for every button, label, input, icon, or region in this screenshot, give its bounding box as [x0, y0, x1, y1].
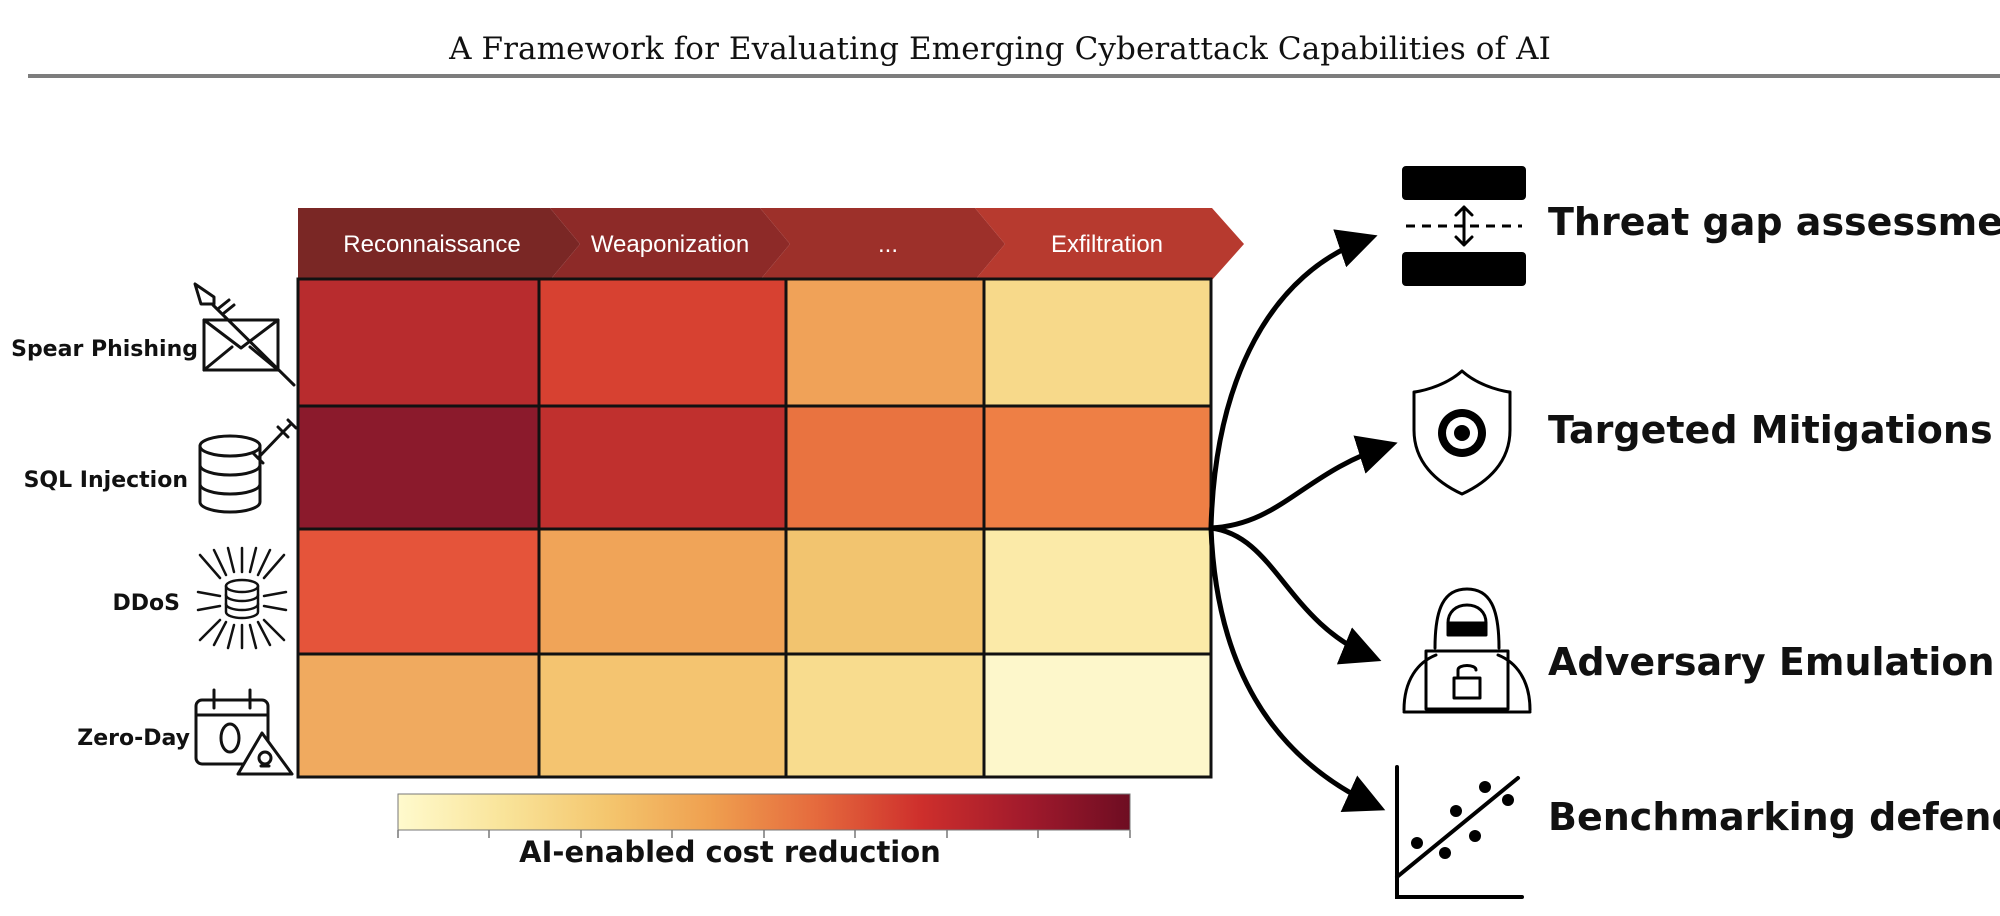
- ddos-arrows-bottom: [198, 618, 286, 650]
- skull-head: [257, 750, 273, 766]
- stage-label-exfiltration: Exfiltration: [1051, 231, 1163, 258]
- colorbar: AI-enabled cost reduction: [397, 793, 1131, 869]
- heatmap-cell-sql-injection-ellipsis: [786, 406, 984, 529]
- heatmap-grid: [296, 277, 1213, 779]
- arrow-to-threat-gap: [1208, 229, 1378, 531]
- ddos-arrows-sides: [196, 590, 288, 612]
- hood-outline: [1433, 587, 1501, 650]
- shield-outline: [1412, 369, 1512, 496]
- scatter-point: [1439, 847, 1451, 859]
- scatter-trendline: [1395, 776, 1520, 879]
- row-label-ddos: DDoS: [113, 591, 180, 616]
- stage-label-reconnaissance: Reconnaissance: [343, 231, 520, 258]
- scatter-point: [1502, 794, 1514, 806]
- heatmap-cell-ddos-ellipsis: [786, 529, 984, 654]
- syringe-barrel: [256, 430, 285, 460]
- kill-chain-stages: Reconnaissance Weaponization ... Exfiltr…: [298, 208, 1244, 280]
- database-syringe-icon: [198, 418, 298, 514]
- heatmap-cell-sql-injection-reconnaissance: [298, 406, 539, 529]
- ddos-arrows-top: [198, 546, 286, 580]
- arrow-to-mitigations: [1208, 435, 1398, 531]
- padlock-shackle: [1456, 664, 1478, 680]
- output-arrows: [1208, 229, 1398, 812]
- hacker-mask: [1446, 621, 1488, 637]
- calendar-zero-skull-icon: [194, 688, 294, 776]
- output-label-targeted-mitigations: Targeted Mitigations: [1548, 408, 1993, 452]
- stage-label-weaponization: Weaponization: [591, 231, 749, 258]
- row-label-zero-day: Zero-Day: [77, 726, 190, 751]
- heatmap-cell-ddos-weaponization: [539, 529, 786, 654]
- heatmap-cell-spear-phishing-exfiltration: [984, 279, 1211, 406]
- database-body: [198, 444, 262, 514]
- arrow-to-benchmarking: [1208, 525, 1386, 812]
- envelope-body: [202, 318, 280, 372]
- output-label-adversary-emulation: Adversary Emulation: [1548, 640, 1995, 684]
- heatmap-cell-zero-day-reconnaissance: [298, 654, 539, 777]
- spear-shaft: [211, 303, 296, 387]
- attack-type-labels: Spear Phishing SQL Injection DDoS Zero-D…: [11, 337, 198, 751]
- heatmap-cell-ddos-exfiltration: [984, 529, 1211, 654]
- stage-chevron-reconnaissance: [298, 208, 580, 280]
- envelope-flap: [202, 318, 280, 350]
- row-label-spear-phishing: Spear Phishing: [11, 337, 198, 362]
- ddos-database-body: [224, 584, 260, 620]
- database-top: [198, 434, 262, 458]
- hacker-laptop-icon: [1402, 587, 1532, 714]
- heatmap-cell-spear-phishing-ellipsis: [786, 279, 984, 406]
- heatmap-cell-ddos-reconnaissance: [298, 529, 539, 654]
- scatter-plot-icon: [1395, 765, 1524, 899]
- padlock-body: [1452, 676, 1482, 700]
- scatter-point: [1479, 781, 1491, 793]
- output-label-benchmarking-defences: Benchmarking defences: [1548, 795, 2000, 839]
- heatmap-cell-zero-day-ellipsis: [786, 654, 984, 777]
- laptop-screen: [1424, 649, 1510, 711]
- ddos-database-bands: [224, 593, 260, 612]
- page-title: A Framework for Evaluating Emerging Cybe…: [449, 31, 1551, 67]
- ddos-database-top: [224, 578, 260, 594]
- heatmap-cell-zero-day-exfiltration: [984, 654, 1211, 777]
- scatter-point: [1469, 830, 1481, 842]
- calendar-body: [194, 698, 270, 766]
- heatmap-cell-sql-injection-exfiltration: [984, 406, 1211, 529]
- header-divider: [28, 74, 2000, 78]
- heatmap-cell-spear-phishing-weaponization: [539, 279, 786, 406]
- row-label-sql-injection: SQL Injection: [24, 468, 188, 493]
- stage-label-ellipsis: ...: [878, 231, 898, 258]
- scatter-point: [1450, 805, 1462, 817]
- colorbar-gradient-bar: [397, 793, 1131, 831]
- threat-gap-icon: [1402, 166, 1526, 286]
- colorbar-ticks: [397, 830, 1131, 838]
- threat-gap-double-arrow: [1454, 205, 1474, 247]
- hacker-shoulders: [1402, 653, 1532, 712]
- heatmap-cell-sql-injection-weaponization: [539, 406, 786, 529]
- spear-binding: [217, 298, 236, 315]
- threat-gap-bottom-bar: [1402, 252, 1526, 286]
- shield-target-icon: [1412, 369, 1512, 496]
- scatter-point: [1411, 837, 1423, 849]
- heatmap-cell-spear-phishing-reconnaissance: [298, 279, 539, 406]
- scatter-axes: [1395, 765, 1524, 899]
- stage-chevron-weaponization: [550, 208, 790, 280]
- arrow-to-adversary: [1208, 525, 1382, 665]
- threat-gap-top-bar: [1402, 166, 1526, 200]
- output-label-threat-gap: Threat gap assessments: [1548, 200, 2000, 244]
- database-bands: [198, 463, 262, 496]
- framework-output-labels: Threat gap assessments Targeted Mitigati…: [1548, 200, 2000, 839]
- heatmap-cell-zero-day-weaponization: [539, 654, 786, 777]
- stage-chevron-ellipsis: [760, 208, 1005, 280]
- ddos-server-arrows-icon: [196, 546, 288, 650]
- target-center: [1454, 425, 1470, 441]
- spear-tip: [193, 282, 216, 306]
- syringe-details: [251, 418, 298, 465]
- heatmap-gridlines: [296, 277, 1213, 779]
- colorbar-label: AI-enabled cost reduction: [519, 835, 941, 869]
- calendar-zero: [219, 722, 241, 754]
- hood-inner: [1446, 603, 1488, 625]
- stage-chevron-exfiltration: [975, 208, 1244, 280]
- spear-envelope-icon: [193, 282, 296, 387]
